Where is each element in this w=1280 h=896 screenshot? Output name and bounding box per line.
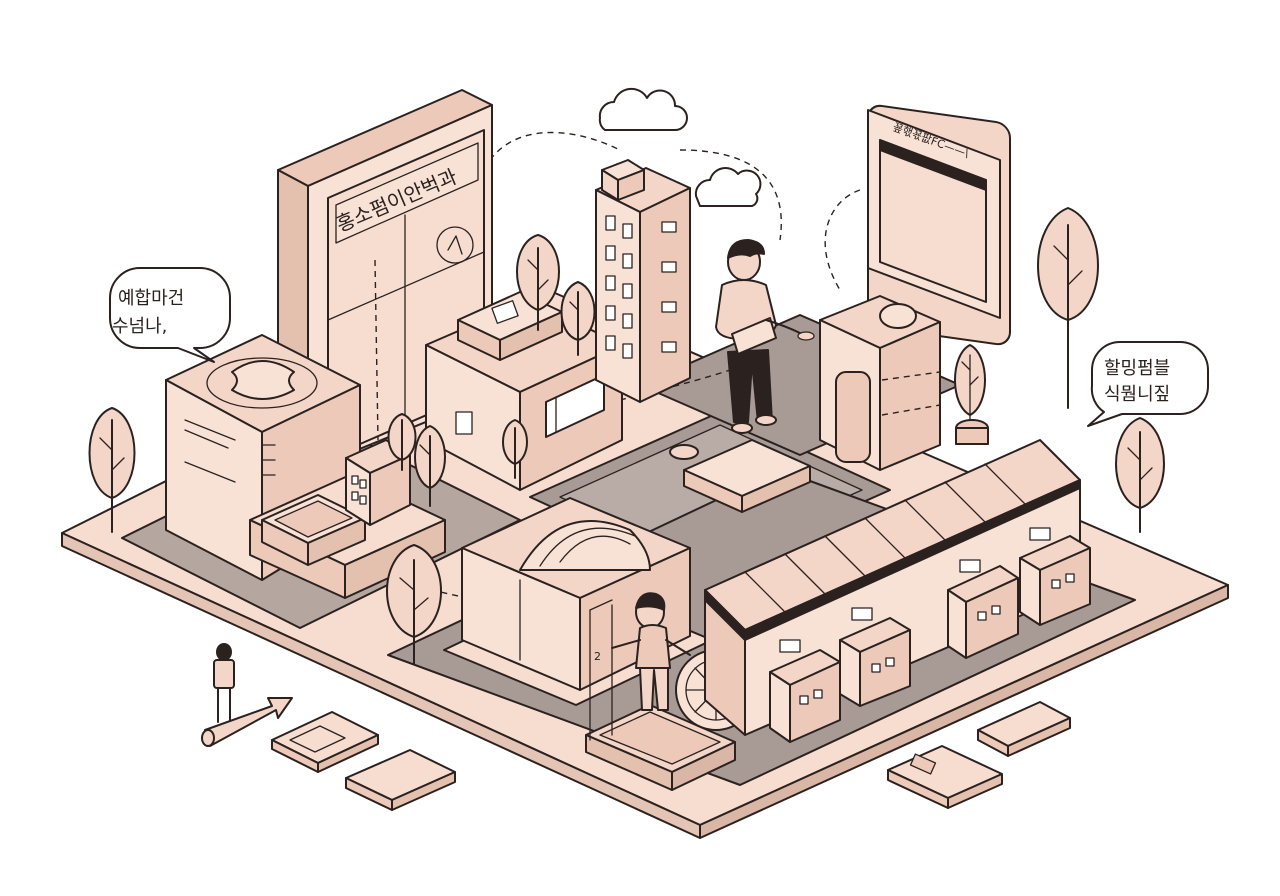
person-icon [715, 239, 815, 434]
apartment-tower [595, 159, 691, 403]
person-icon [213, 643, 235, 723]
cloud-icon [694, 167, 762, 207]
tree-icon [1115, 417, 1165, 533]
warehouse [704, 439, 1091, 743]
cloud-icon [598, 87, 688, 131]
tree-icon [516, 234, 560, 331]
floor-tile [271, 711, 379, 773]
gate-label: 2 [594, 650, 601, 663]
tree-icon [502, 419, 528, 479]
tree-icon [1037, 207, 1099, 409]
tree-icon [414, 425, 446, 507]
floor-tile [887, 745, 1003, 809]
speech-bubble-right: 할밍펌블 식뭠니짚 [1087, 341, 1209, 427]
tree-icon [88, 407, 136, 533]
floor-device [669, 439, 811, 513]
speech-right-line1: 할밍펌블 [1104, 358, 1170, 379]
treadmill-station: 2 CO [585, 592, 757, 791]
speech-left-line2: 수넘나, [112, 316, 167, 337]
speech-bubble-left: 예합마건 수넘나, [109, 267, 231, 363]
floor-tile [977, 701, 1071, 757]
speech-left-line1: 예합마건 [118, 288, 184, 309]
arrow-icon [201, 697, 293, 747]
tree-icon [560, 281, 596, 356]
storage-block [819, 295, 941, 471]
tree-icon [386, 544, 442, 665]
speech-right-line2: 식뭠니짚 [1104, 384, 1170, 405]
left-building [165, 334, 446, 599]
floor-tile [345, 749, 456, 811]
tree-icon [954, 344, 989, 445]
tree-icon [387, 413, 417, 471]
